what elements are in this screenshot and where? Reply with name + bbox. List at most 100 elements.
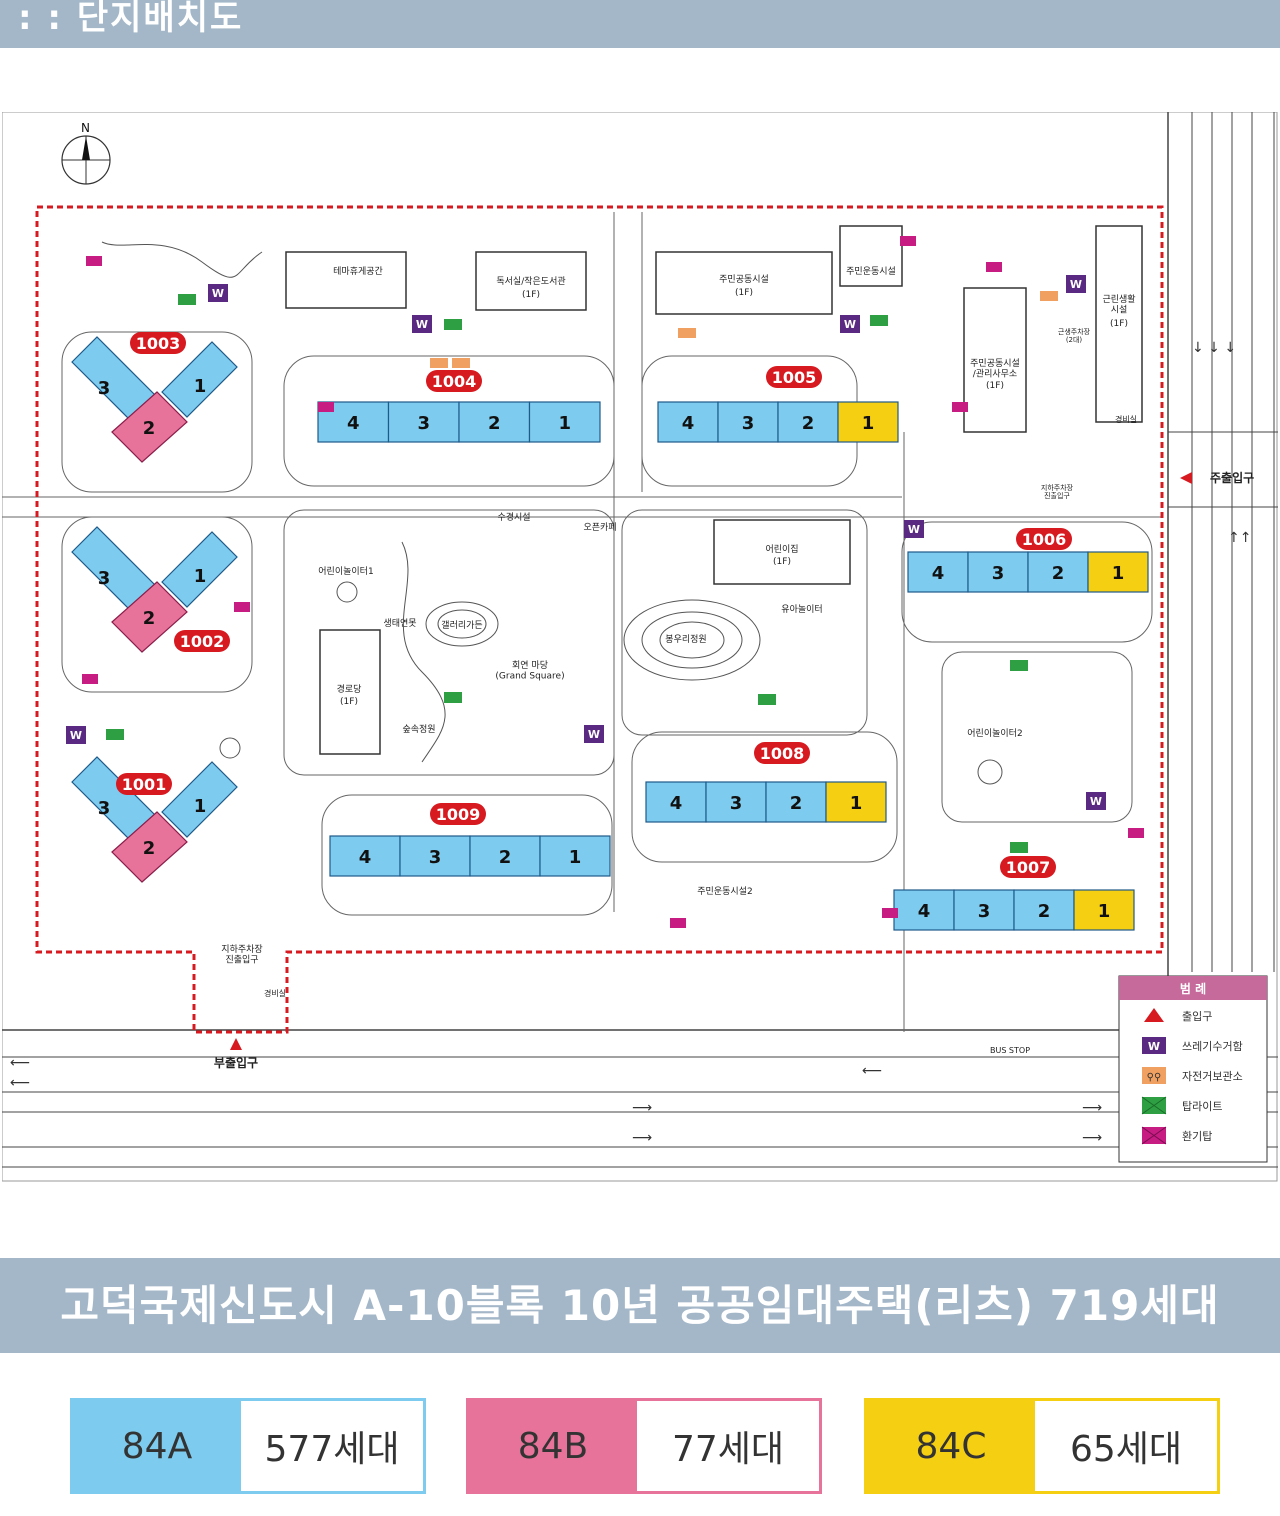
unit-type-label: 84A (73, 1401, 241, 1491)
unit-type-84a-box: 84A 577세대 (70, 1398, 426, 1494)
unit-line-number: 3 (978, 901, 991, 922)
water-feature-label: 수경시설 (497, 511, 530, 523)
svg-text:⚲⚲: ⚲⚲ (1147, 1072, 1162, 1083)
unit-count: 577세대 (241, 1401, 423, 1491)
building-badge (130, 332, 186, 354)
eco-pond-label: 생태연못 (383, 618, 416, 629)
theme-rest-label: 테마휴게공간 (333, 266, 383, 277)
unit-line-number: 2 (1052, 563, 1065, 584)
building-badge (430, 803, 486, 825)
sports-2-label: 주민운동시설2 (697, 886, 752, 897)
unit-line-block (777, 401, 839, 443)
unit-line-number: 2 (499, 847, 512, 868)
north-label: N (81, 121, 90, 135)
trash-w-badge: W (588, 728, 600, 741)
senior-center-label: 경로당 (337, 683, 362, 695)
building-badge (754, 742, 810, 764)
unit-line-block (161, 531, 238, 608)
toplight-icon (1010, 660, 1028, 671)
building-badge (766, 366, 822, 388)
legend-item-label: 쓰레기수거함 (1182, 1040, 1243, 1053)
bicycle-icon (1040, 291, 1058, 301)
vent-tower-icon (1128, 828, 1144, 838)
sub-entrance-label: 부출입구 (214, 1055, 258, 1070)
svg-text:⟵: ⟵ (862, 1063, 882, 1079)
svg-text:⟵: ⟵ (10, 1075, 30, 1091)
floor-label: (1F) (522, 290, 540, 300)
gallery-garden-label: 갤러리가든 (441, 619, 482, 631)
building-badge (426, 370, 482, 392)
toplight-icon (870, 315, 888, 326)
unit-line-number: 3 (98, 798, 111, 819)
unit-line-block (953, 889, 1015, 931)
unit-line-number: 4 (670, 793, 683, 814)
bus-stop-label: BUS STOP (990, 1046, 1030, 1055)
unit-line-block (717, 401, 779, 443)
svg-text:↓ ↓ ↓: ↓ ↓ ↓ (1192, 340, 1236, 356)
facility-boxes (285, 225, 1143, 755)
unit-type-84b-box: 84B 77세대 (466, 1398, 822, 1494)
unit-line-number: 4 (682, 413, 695, 434)
unit-line-block (161, 761, 238, 838)
trash-w-badge: W (416, 318, 428, 331)
unit-line-block (458, 401, 531, 443)
unit-line-block (837, 401, 899, 443)
unit-line-number: 1 (194, 376, 207, 397)
svg-text:⟶: ⟶ (632, 1130, 652, 1146)
unit-line-block (1013, 889, 1075, 931)
trash-w-badge: W (1148, 1040, 1160, 1053)
building-badge (174, 630, 230, 652)
bicycle-icon (678, 328, 696, 338)
unit-line-number: 4 (347, 413, 360, 434)
open-cafe-label: 오픈카페 (583, 522, 616, 533)
building-number: 1009 (436, 805, 481, 824)
trash-w-badge: W (844, 318, 856, 331)
toplight-icon (444, 319, 462, 330)
unit-line-number: 3 (98, 568, 111, 589)
unit-line-number: 2 (488, 413, 501, 434)
unit-count: 77세대 (637, 1401, 819, 1491)
unit-line-number: 3 (417, 413, 430, 434)
toplight-icon (106, 729, 124, 740)
unit-line-block (1087, 551, 1149, 593)
kids-play-2-label: 어린이놀이터2 (967, 728, 1022, 739)
building-number: 1003 (136, 334, 181, 353)
community-label: 주민공동시설 (719, 274, 769, 285)
site-boundary (35, 205, 1164, 1034)
unit-line-number: 4 (932, 563, 945, 584)
svg-text:⟵: ⟵ (10, 1055, 30, 1071)
building-number: 1002 (180, 632, 225, 651)
unit-line-block (161, 341, 238, 418)
vent-tower-icon (900, 236, 916, 246)
forest-garden-label: 숲속정원 (402, 724, 435, 735)
legend-title: 범 례 (1180, 981, 1206, 996)
unit-count: 65세대 (1035, 1401, 1217, 1491)
unit-line-number: 3 (742, 413, 755, 434)
toddler-play-label: 유아놀이터 (781, 604, 822, 615)
sub-entrance-triangle-icon (230, 1038, 242, 1050)
unit-line-block (907, 551, 969, 593)
unit-line-block (705, 781, 767, 823)
unit-line-block (1073, 889, 1135, 931)
daycare-label: 어린이집 (765, 543, 798, 555)
legend-item-label: 출입구 (1182, 1010, 1212, 1023)
dome-garden-label: 봉우리정원 (665, 634, 706, 645)
svg-text:⟶: ⟶ (1082, 1130, 1102, 1146)
sports-label: 주민운동시설 (846, 266, 896, 277)
unit-line-block (645, 781, 707, 823)
unit-line-number: 2 (143, 608, 156, 629)
vent-tower-icon (882, 908, 898, 918)
vent-tower-icon (318, 402, 334, 412)
building-badge (1000, 856, 1056, 878)
toplight-icon (444, 692, 462, 703)
north-arrow-icon: N (61, 121, 111, 185)
bicycle-icon (452, 358, 470, 368)
